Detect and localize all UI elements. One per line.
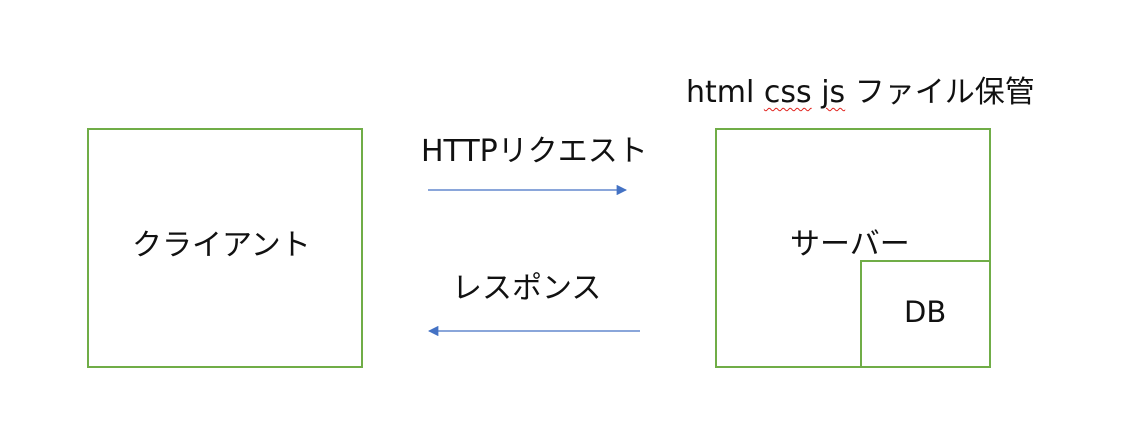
- response-label: レスポンス: [452, 271, 602, 306]
- storage-note-rest: ファイル保管: [854, 75, 1035, 110]
- storage-note-html: html: [686, 75, 755, 110]
- db-box: [860, 260, 991, 368]
- client-box: [87, 128, 363, 368]
- server-label: サーバー: [790, 227, 910, 262]
- storage-note-js: js: [821, 75, 846, 110]
- storage-note-css: css: [763, 75, 812, 110]
- db-label: DB: [904, 295, 947, 329]
- storage-note: html css js ファイル保管: [686, 78, 1035, 108]
- request-label: HTTPリクエスト: [421, 134, 648, 169]
- client-label: クライアント: [132, 228, 311, 263]
